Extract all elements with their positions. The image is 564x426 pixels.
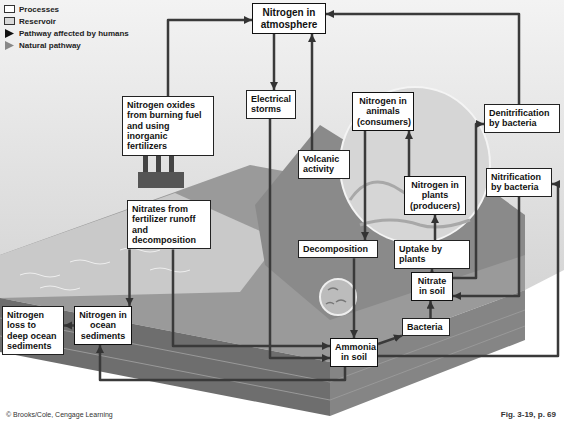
legend-text: Pathway affected by humans (19, 29, 129, 38)
node-text: Ammonia in soil (335, 342, 373, 363)
process-box: Nitrogen oxides from burning fuel and us… (122, 96, 214, 156)
node-text: Denitrification by bacteria (489, 108, 555, 129)
node-text: Nitrogen in animals (consumers) (357, 96, 409, 127)
process-box: Decomposition (298, 240, 378, 258)
reservoir-box: Nitrogen in plants (producers) (404, 176, 466, 215)
node-text: Nitrogen loss to deep ocean sediments (7, 310, 59, 351)
legend-row: Processes (4, 3, 129, 15)
legend-arrow (4, 29, 16, 38)
flow-arrow (434, 215, 437, 240)
flow-arrow (100, 345, 345, 380)
flow-arrow (326, 14, 519, 104)
process-box: Uptake by plants (394, 240, 470, 269)
flow-arrow (168, 20, 252, 96)
reservoir-box: Ammonia in soil (330, 338, 378, 367)
flow-arrow (128, 249, 131, 306)
process-box: Nitrogen loss to deep ocean sediments (2, 306, 64, 355)
legend-row: Reservoir (4, 15, 129, 27)
process-box: Volcanic activity (298, 150, 350, 179)
copyright-note: © Brooks/Cole, Cengage Learning (6, 411, 113, 418)
node-text: Volcanic activity (303, 154, 345, 175)
node-text: Nitrate in soil (416, 276, 448, 297)
process-box: Nitrification by bacteria (486, 168, 552, 197)
process-box: Bacteria (402, 318, 450, 336)
reservoir-box: Nitrogen in atmosphere (252, 3, 326, 34)
node-text: Nitrification by bacteria (491, 172, 547, 193)
node-text: Uptake by plants (399, 244, 465, 265)
flow-arrow (429, 301, 432, 318)
figure-caption: Fig. 3-19, p. 69 (501, 410, 556, 419)
node-text: Decomposition (303, 244, 373, 254)
flow-arrow (353, 258, 356, 338)
node-text: Nitrogen oxides from burning fuel and us… (127, 100, 209, 152)
flow-arrow (64, 324, 74, 327)
flow-arrow (408, 131, 411, 176)
legend-row: Natural pathway (4, 39, 129, 51)
legend: ProcessesReservoirPathway affected by hu… (4, 3, 129, 51)
node-text: Nitrogen in atmosphere (257, 7, 321, 30)
node-text: Nitrogen in ocean sediments (79, 310, 127, 341)
flow-arrow (364, 131, 367, 240)
flow-arrow (273, 34, 276, 90)
reservoir-box: Nitrate in soil (411, 272, 453, 301)
node-text: Bacteria (407, 322, 445, 332)
legend-text: Natural pathway (19, 41, 81, 50)
process-box: Electrical storms (246, 90, 296, 119)
flow-arrow (378, 336, 402, 344)
node-text: Nitrogen in plants (producers) (409, 180, 461, 211)
process-box: Nitrates from fertilizer runoff and deco… (127, 200, 211, 249)
reservoir-box: Nitrogen in ocean sediments (74, 306, 132, 345)
legend-row: Pathway affected by humans (4, 27, 129, 39)
legend-arrow (4, 41, 16, 50)
node-text: Electrical storms (251, 94, 291, 115)
flow-arrow (311, 34, 314, 150)
legend-text: Processes (19, 5, 59, 14)
legend-swatch (4, 17, 15, 25)
node-text: Nitrates from fertilizer runoff and deco… (132, 204, 206, 245)
process-box: Denitrification by bacteria (484, 104, 560, 133)
flow-arrow (173, 249, 330, 346)
reservoir-box: Nitrogen in animals (consumers) (352, 92, 414, 131)
legend-text: Reservoir (19, 17, 56, 26)
legend-swatch (4, 5, 15, 13)
